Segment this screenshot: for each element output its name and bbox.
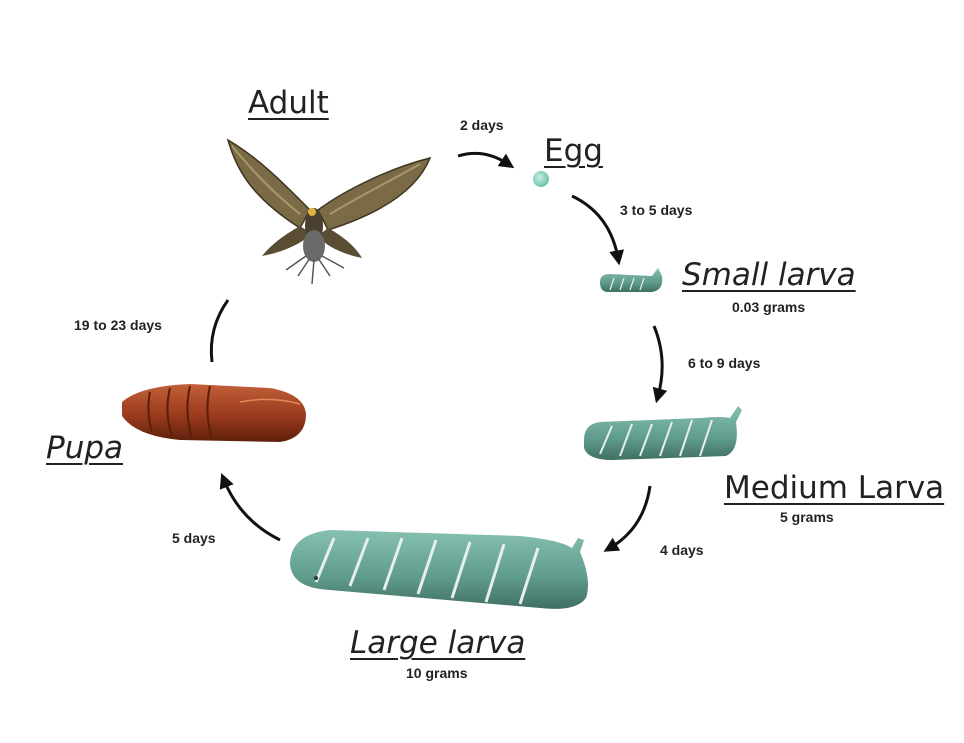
large-larva-icon	[290, 530, 588, 609]
large-larva-label: Large larva	[350, 625, 526, 661]
arrow-large-larva-to-pupa	[219, 473, 281, 542]
moth-icon	[226, 138, 432, 285]
pupa-label: Pupa	[46, 430, 124, 466]
medium-larva-weight: 5 grams	[780, 509, 834, 525]
small-larva-weight: 0.03 grams	[732, 299, 806, 315]
arrow-egg-to-small-larva	[571, 194, 625, 266]
duration-medium-to-large-larva: 4 days	[660, 542, 704, 558]
small-larva-label: Small larva	[682, 257, 856, 293]
egg-icon	[533, 171, 549, 187]
arrow-medium-to-large-larva	[603, 485, 652, 552]
arrow-adult-to-egg	[457, 151, 515, 169]
duration-small-to-medium-larva: 6 to 9 days	[688, 355, 761, 371]
adult-label: Adult	[248, 85, 329, 121]
duration-large-larva-to-pupa: 5 days	[172, 530, 216, 546]
duration-pupa-to-adult: 19 to 23 days	[74, 317, 162, 333]
small-larva-icon	[600, 268, 663, 292]
large-larva-weight: 10 grams	[406, 665, 468, 681]
duration-adult-to-egg: 2 days	[460, 117, 504, 133]
arrow-pupa-to-adult	[209, 299, 230, 363]
medium-larva-icon	[584, 406, 742, 460]
egg-label: Egg	[544, 133, 603, 169]
pupa-icon	[122, 384, 306, 442]
duration-egg-to-small-larva: 3 to 5 days	[620, 202, 693, 218]
medium-larva-label: Medium Larva	[724, 470, 945, 506]
arrow-small-to-medium-larva	[652, 325, 668, 404]
